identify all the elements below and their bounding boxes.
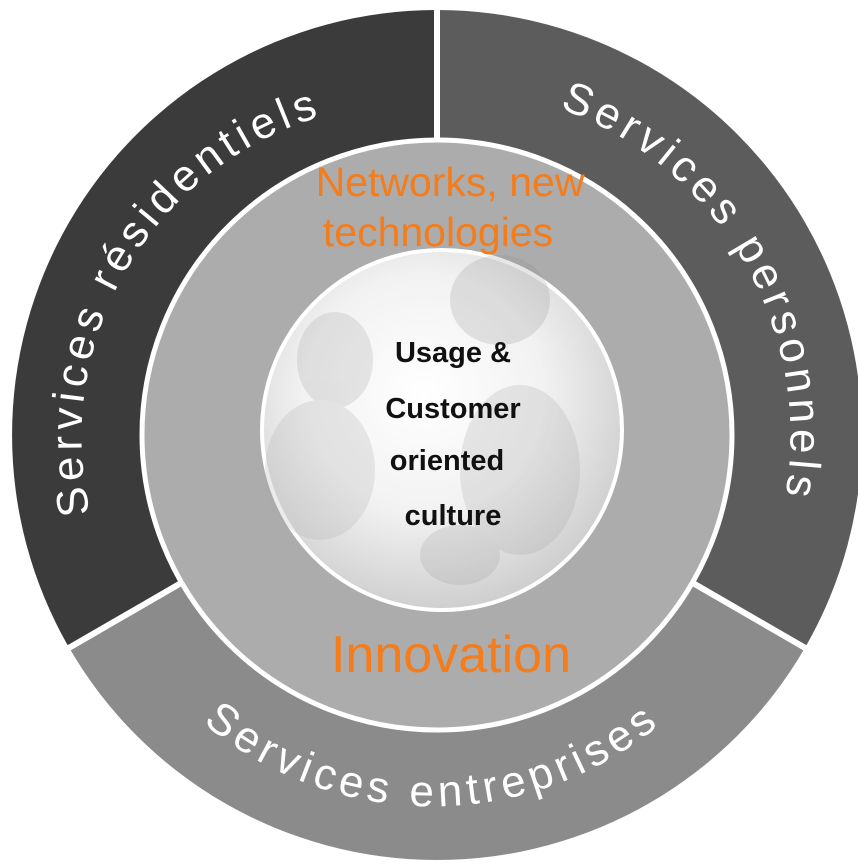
core-text-line-1: Usage & xyxy=(395,337,511,369)
middle-ring-bottom-label: Innovation xyxy=(331,626,571,684)
middle-ring-top-line-2: technologies xyxy=(323,209,553,255)
core-photo-shading xyxy=(265,255,580,585)
core-text-line-3: oriented xyxy=(390,445,504,477)
core-text-line-4: culture xyxy=(405,500,502,532)
core-text-line-2: Customer xyxy=(385,393,520,425)
core-circle xyxy=(260,248,624,612)
middle-ring-top-line-1: Networks, new xyxy=(316,159,585,205)
